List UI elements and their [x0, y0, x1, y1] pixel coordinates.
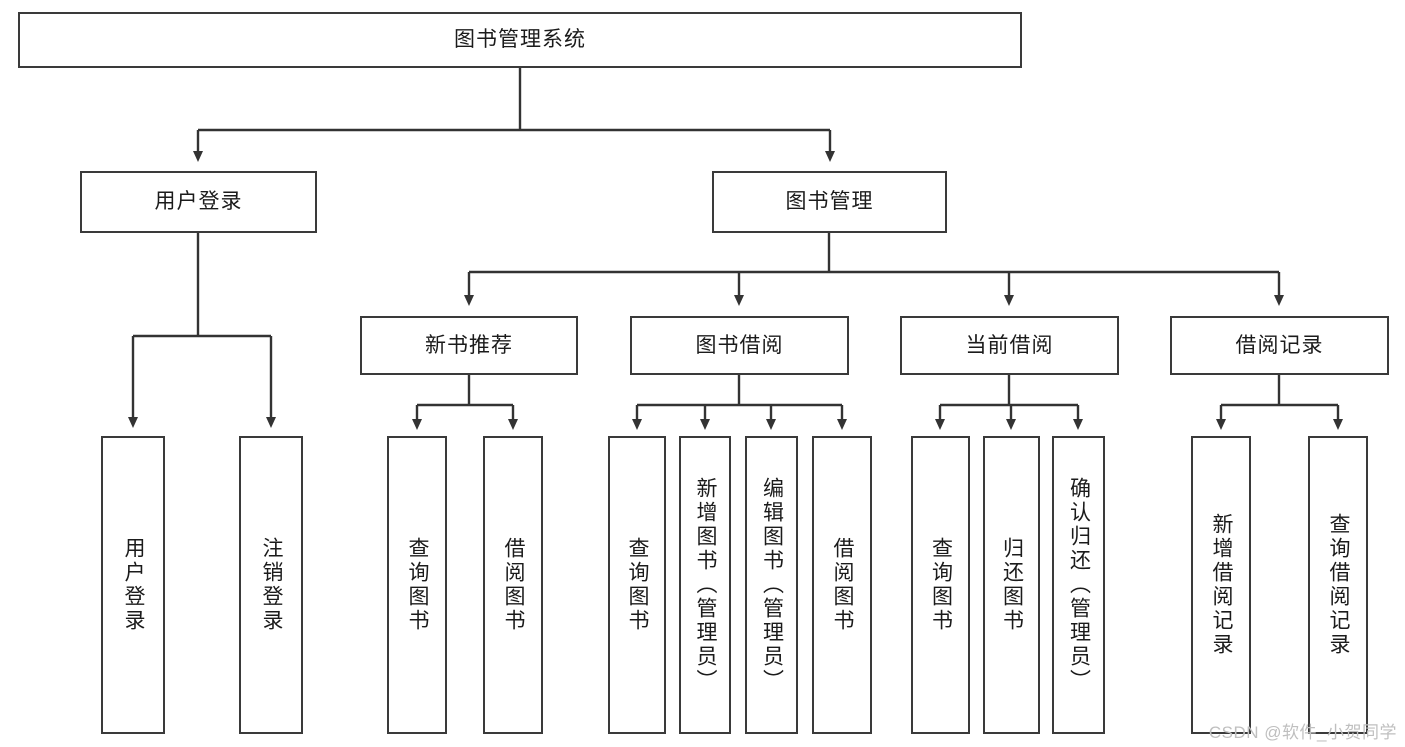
node-leaf-add-record-label: 新增借阅记录 [1210, 513, 1233, 657]
node-current-borrow-label: 当前借阅 [965, 333, 1054, 357]
node-leaf-return-book-label: 归还图书 [1000, 537, 1024, 633]
edge-book-borrow-to-leaves [632, 375, 847, 430]
node-leaf-borrow-book-2[interactable]: 借阅图书 [812, 436, 872, 734]
node-book-management-label: 图书管理 [785, 190, 874, 214]
node-new-book-recommend[interactable]: 新书推荐 [360, 316, 578, 375]
node-leaf-borrow-book-1-label: 借阅图书 [502, 537, 525, 633]
node-leaf-return-book[interactable]: 归还图书 [983, 436, 1040, 734]
node-leaf-edit-book-label: 编辑图书（管理员） [760, 477, 784, 693]
node-book-borrow-label: 图书借阅 [695, 333, 784, 357]
node-leaf-query-book-1-label: 查询图书 [406, 537, 429, 633]
edge-new-book-recommend-to-leaves [412, 375, 518, 430]
edge-current-borrow-to-leaves [935, 375, 1083, 430]
watermark-text: CSDN @软件_小贺同学 [1208, 723, 1397, 742]
node-book-borrow[interactable]: 图书借阅 [630, 316, 849, 375]
node-leaf-query-book-1[interactable]: 查询图书 [387, 436, 447, 734]
node-leaf-confirm-return[interactable]: 确认归还（管理员） [1052, 436, 1105, 734]
node-leaf-add-book-label: 新增图书（管理员） [694, 477, 717, 693]
node-leaf-borrow-book-1[interactable]: 借阅图书 [483, 436, 543, 734]
node-leaf-borrow-book-2-label: 借阅图书 [831, 537, 854, 633]
edge-book-management-to-level3 [464, 233, 1284, 306]
node-leaf-logout-label: 注销登录 [260, 537, 283, 633]
edge-user-login-to-leaves [128, 233, 276, 428]
node-leaf-query-book-3[interactable]: 查询图书 [911, 436, 970, 734]
node-leaf-confirm-return-label: 确认归还（管理员） [1067, 477, 1091, 693]
node-leaf-add-book[interactable]: 新增图书（管理员） [679, 436, 731, 734]
node-root[interactable]: 图书管理系统 [18, 12, 1022, 68]
node-leaf-user-login-label: 用户登录 [122, 537, 145, 633]
node-leaf-user-login[interactable]: 用户登录 [101, 436, 165, 734]
node-leaf-query-record[interactable]: 查询借阅记录 [1308, 436, 1368, 734]
node-user-login-label: 用户登录 [154, 190, 243, 214]
node-root-label: 图书管理系统 [454, 28, 586, 52]
node-leaf-query-book-2[interactable]: 查询图书 [608, 436, 666, 734]
node-leaf-add-record[interactable]: 新增借阅记录 [1191, 436, 1251, 734]
node-borrow-record-label: 借阅记录 [1235, 333, 1324, 357]
edge-root-to-level2 [193, 68, 835, 162]
node-book-management[interactable]: 图书管理 [712, 171, 947, 233]
node-new-book-recommend-label: 新书推荐 [425, 333, 513, 357]
node-borrow-record[interactable]: 借阅记录 [1170, 316, 1389, 375]
node-current-borrow[interactable]: 当前借阅 [900, 316, 1119, 375]
node-leaf-edit-book[interactable]: 编辑图书（管理员） [745, 436, 798, 734]
node-leaf-query-book-2-label: 查询图书 [626, 537, 649, 633]
node-leaf-query-book-3-label: 查询图书 [929, 537, 953, 633]
edge-borrow-record-to-leaves [1216, 375, 1343, 430]
node-user-login[interactable]: 用户登录 [80, 171, 317, 233]
node-leaf-query-record-label: 查询借阅记录 [1327, 513, 1350, 657]
node-leaf-logout[interactable]: 注销登录 [239, 436, 303, 734]
